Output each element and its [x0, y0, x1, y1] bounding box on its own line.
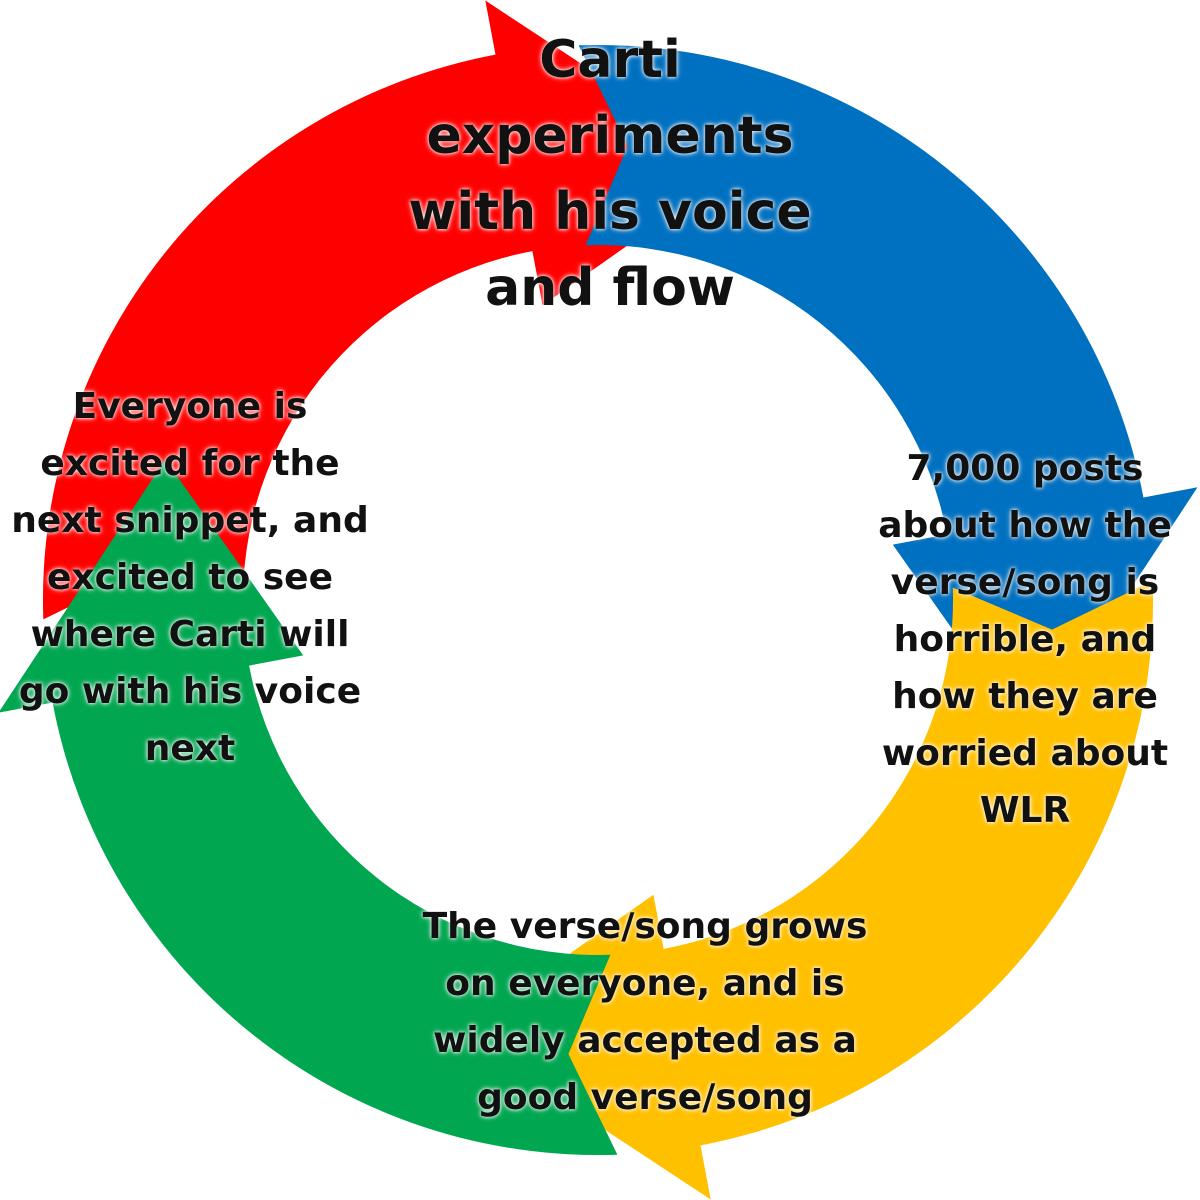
step-label-bottom: The verse/song grows on everyone, and is… [422, 906, 868, 1118]
step-label-left: Everyone is excited for the next snippet… [11, 386, 369, 769]
red-arrow [42, 0, 739, 620]
step-label-right: 7,000 posts about how the verse/song is … [878, 448, 1172, 831]
yellow-arrow [457, 580, 1154, 1200]
blue-arrow [578, 44, 1198, 741]
green-arrow [0, 459, 618, 1156]
step-label-top: Carti experiments with his voice and flo… [408, 30, 812, 318]
